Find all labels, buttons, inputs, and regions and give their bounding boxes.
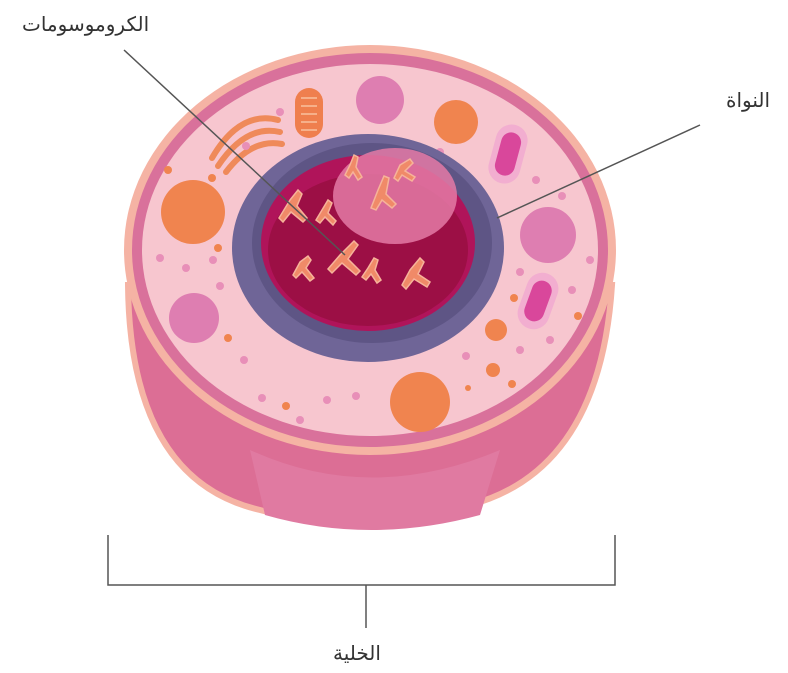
lysosome-right (520, 207, 576, 263)
lysosome-left (169, 293, 219, 343)
cell-label: الخلية (333, 641, 381, 665)
mitochondrion-top (295, 88, 323, 138)
vesicle-small-right-2 (486, 363, 500, 377)
nucleus-label: النواة (726, 88, 770, 112)
vesicle-top-right (434, 100, 478, 144)
chromosomes-label: الكروموسومات (22, 12, 149, 36)
vesicle-small-right (485, 319, 507, 341)
cell-bracket (108, 535, 615, 585)
lysosome-top (356, 76, 404, 124)
vesicle-large-left (161, 180, 225, 244)
nucleus (232, 134, 504, 362)
vesicle-large-bottom (390, 372, 450, 432)
